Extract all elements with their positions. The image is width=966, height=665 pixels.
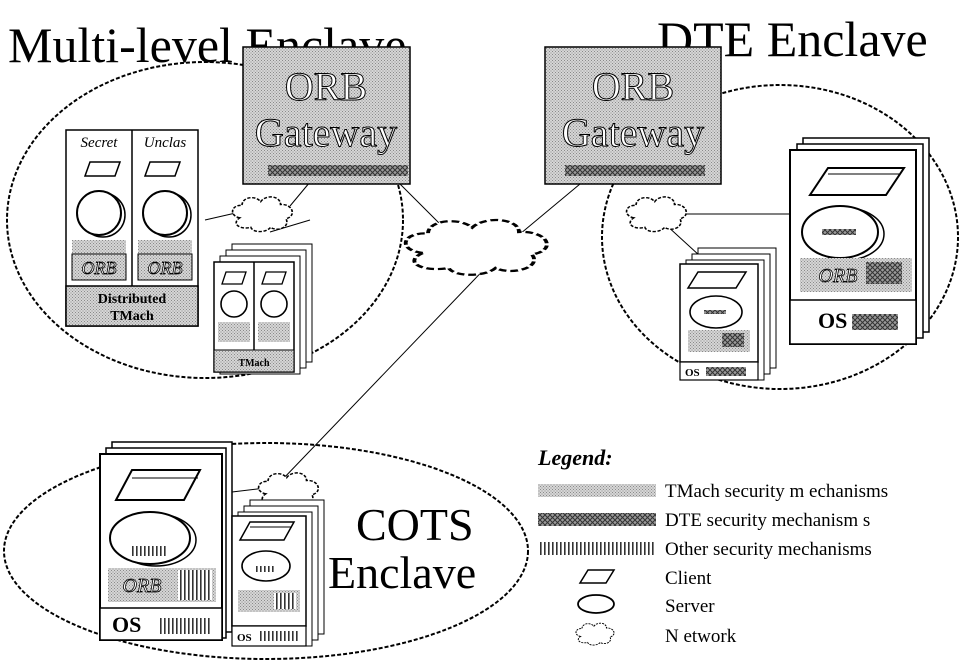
- small-tower-label: TMach: [238, 358, 270, 369]
- dte-pattern-swatch: [538, 513, 656, 526]
- tmach-pattern-swatch: [538, 484, 656, 497]
- legend-item-server: Server: [665, 596, 715, 617]
- legend-item-network: N etwork: [665, 626, 737, 647]
- network-legend-icon: [575, 622, 615, 646]
- cots-os-label: OS: [112, 612, 141, 637]
- legend: Legend: TMach security m echanisms DTE s…: [537, 445, 888, 647]
- legend-item-other: Other security mechanisms: [665, 539, 872, 560]
- client-icon: [808, 167, 906, 196]
- col-secret-label: Secret: [81, 135, 119, 151]
- kernel-line2: TMach: [110, 309, 154, 324]
- dte-enclave-boundary: [601, 84, 959, 390]
- dte-small-towers: OS: [679, 247, 777, 381]
- cots-enclave-title-line1: COTS: [356, 499, 474, 550]
- cots-small-towers: OS: [231, 499, 325, 647]
- central-network-cloud: [403, 218, 549, 277]
- gateway-left-line2: Gateway: [255, 110, 397, 155]
- legend-item-dte: DTE security mechanism s: [665, 510, 870, 531]
- legend-item-client: Client: [665, 568, 712, 589]
- other-pattern-swatch: [538, 542, 656, 555]
- cots-orb-label: ORB: [123, 575, 162, 597]
- orb-left-label: ORB: [82, 258, 117, 278]
- dte-os-label: OS: [818, 308, 847, 333]
- client-icon: [83, 161, 122, 177]
- gateway-right-line2: Gateway: [562, 110, 704, 155]
- server-icon: [142, 190, 188, 236]
- orb-gateway-right: ORB Gateway: [544, 46, 722, 185]
- orb-gateway-left: ORB Gateway: [242, 46, 411, 185]
- server-icon: [76, 190, 122, 236]
- kernel-line1: Distributed: [98, 292, 167, 307]
- dte-network-cloud: [625, 196, 688, 233]
- cots-enclave-boundary: [3, 442, 529, 660]
- dte-orb-label: ORB: [819, 265, 858, 287]
- server-legend-icon: [577, 594, 615, 614]
- cots-small-os-label: OS: [237, 632, 252, 644]
- client-legend-icon: [578, 569, 616, 584]
- col-unclas-label: Unclas: [144, 135, 187, 151]
- multilevel-small-towers: TMach: [213, 243, 313, 375]
- cots-host: ORB OS: [99, 441, 233, 641]
- legend-item-tmach: TMach security m echanisms: [665, 481, 888, 502]
- orb-right-label: ORB: [148, 258, 183, 278]
- multilevel-network-cloud: [231, 196, 294, 233]
- multilevel-enclave-boundary: [6, 61, 404, 379]
- gateway-right-dte-bar: [565, 165, 705, 176]
- legend-title: Legend:: [537, 445, 613, 470]
- server-icon: [109, 511, 191, 565]
- gateway-left-line1: ORB: [285, 64, 367, 109]
- dte-small-os-label: OS: [685, 367, 700, 379]
- client-icon: [143, 161, 182, 177]
- dte-host: ORB OS: [789, 137, 930, 345]
- multilevel-host: Secret Unclas ORB ORB Distributed TMach: [65, 129, 199, 327]
- gateway-right-line1: ORB: [592, 64, 674, 109]
- client-icon: [114, 469, 202, 501]
- cots-enclave-title-line2: Enclave: [328, 547, 476, 598]
- gateway-left-dte-bar: [268, 165, 408, 176]
